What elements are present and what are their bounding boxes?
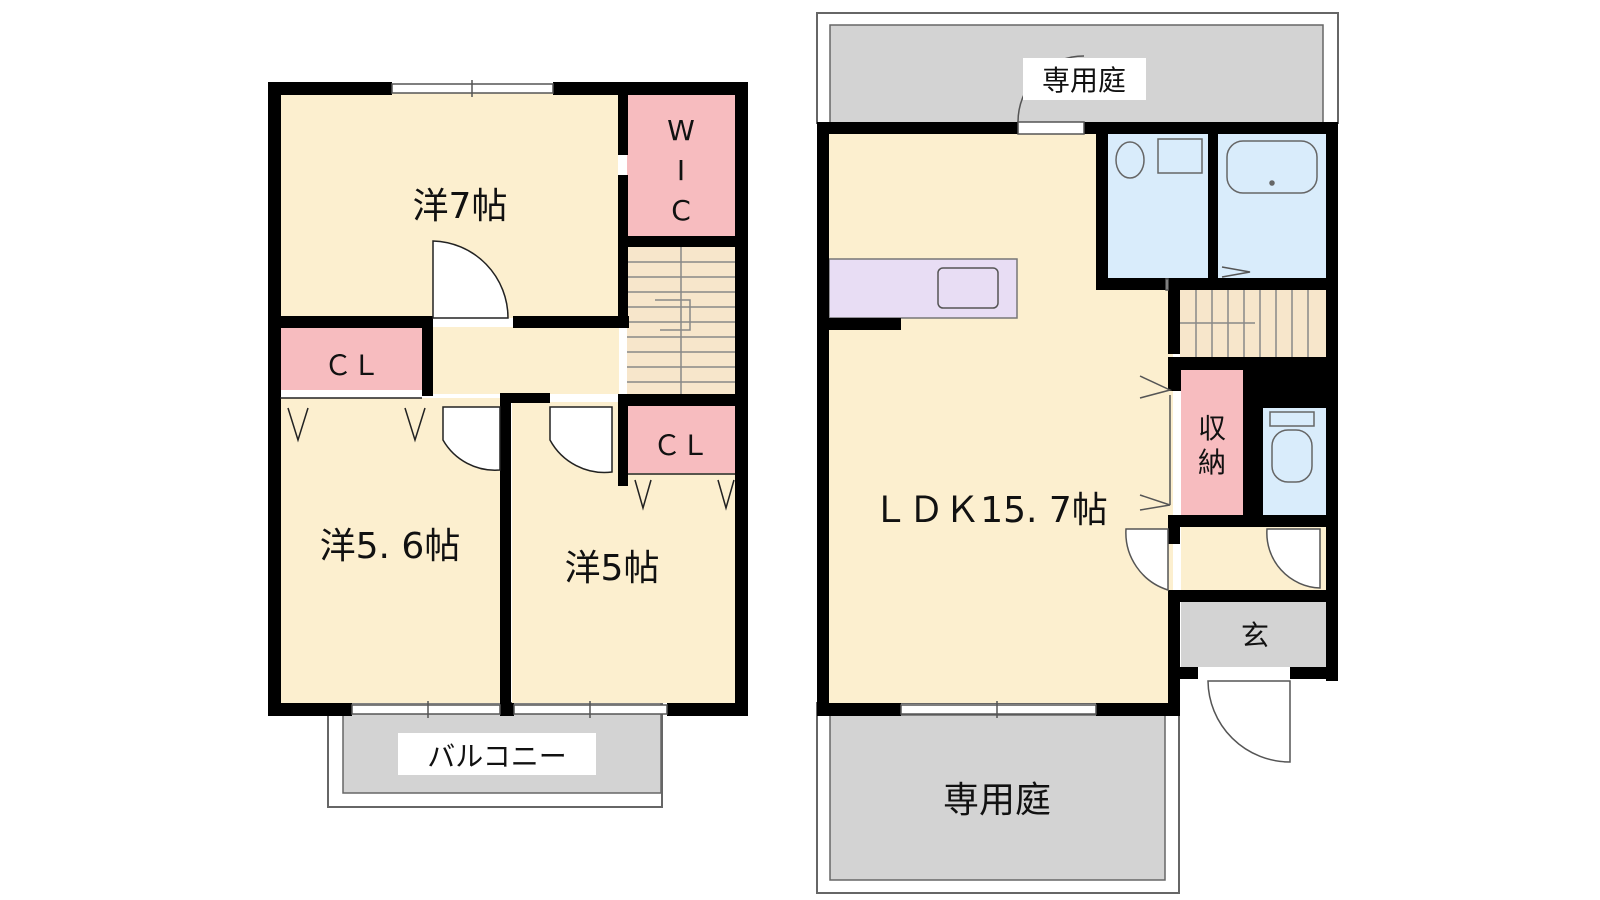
garden-bottom-fill (829, 714, 1166, 881)
wic-label-i: I (677, 154, 685, 187)
toilet-bowl-icon (1271, 429, 1313, 483)
garden-bottom-label: 専用庭 (943, 780, 1051, 821)
room-western-56-label: 洋5. 6帖 (320, 526, 461, 567)
upper-walls (268, 82, 748, 716)
stairs-lower (1180, 290, 1309, 357)
closet-right-label: ＣＬ (653, 429, 709, 462)
washbasin-icon (1115, 141, 1145, 179)
stairs-upper (627, 247, 735, 394)
balcony-label: バルコニー (427, 740, 566, 773)
wic-label-w: W (667, 114, 695, 147)
upper-doors (280, 240, 735, 511)
ldk-label: ＬＤＫ15. 7帖 (872, 490, 1108, 531)
room-western-7-label: 洋7帖 (413, 186, 508, 227)
bathroom-fill (1218, 133, 1326, 278)
upper-floor: 洋7帖 W I C ＣＬ ＣＬ 洋5. 6帖 洋5帖 バルコニー (268, 80, 748, 808)
garden-top-label: 専用庭 (1042, 64, 1126, 97)
room-western-5-label: 洋5帖 (565, 548, 660, 589)
lower-openings (900, 55, 1321, 763)
hall-upper-fill (432, 327, 619, 394)
entrance-label: 玄 (1241, 619, 1269, 652)
balcony-label-bg (398, 733, 596, 775)
storage-label-2: 納 (1198, 446, 1226, 479)
storage-fill (1181, 370, 1243, 515)
closet-left-fill (278, 327, 422, 390)
entrance-fill (1181, 602, 1326, 667)
toilet-tank-icon (1269, 411, 1315, 427)
sink-icon (937, 267, 999, 309)
upper-windows (351, 80, 668, 718)
wic-fill (627, 93, 735, 236)
bathtub-icon (1226, 140, 1318, 194)
washer-icon (1157, 138, 1203, 174)
closet-right-fill (627, 405, 735, 473)
lower-floor: 専用庭 ＬＤＫ15. 7帖 収 納 玄 専用庭 (816, 12, 1339, 894)
garden-top-label-bg (1023, 58, 1146, 100)
lower-walls (817, 122, 1338, 716)
storage-label-1: 収 (1198, 412, 1226, 445)
closet-left-label: ＣＬ (324, 349, 380, 382)
fixtures (1115, 138, 1318, 483)
wic-label-c: C (671, 194, 691, 227)
